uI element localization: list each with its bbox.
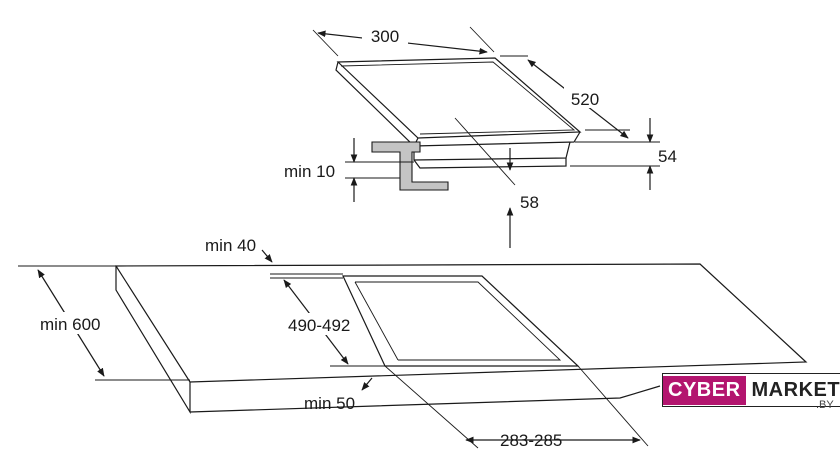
cybermarket-logo: CYBER MARKET [662,373,840,407]
dim-hob-width: 300 [312,24,495,57]
mounting-bracket [371,141,449,191]
label-min-40: min 40 [205,236,256,255]
dim-cutout-width: 283-285 [384,365,649,450]
dim-hob-height: 54 [570,118,677,190]
label-520: 520 [571,90,599,109]
logo-cyber-text: CYBER [663,375,746,405]
label-58: 58 [520,193,539,212]
dim-min-side-edge: min 50 [304,377,373,413]
label-54: 54 [658,147,677,166]
dim-cutout-depth: 490-492 [270,277,385,367]
label-min-600: min 600 [40,315,100,334]
label-min-50: min 50 [304,394,355,413]
label-283-285: 283-285 [500,431,562,450]
dim-cutout-below: 58 [506,148,539,248]
logo-domain-suffix: .BY [816,399,834,411]
hob-drawing [335,57,582,186]
dim-worktop-depth: min 600 [18,265,190,381]
label-min-10: min 10 [284,162,335,181]
label-490-492: 490-492 [288,316,350,335]
dim-min-front-edge: min 40 [205,236,343,275]
label-300: 300 [371,27,399,46]
dim-hob-depth: 520 [500,55,630,139]
dim-min-gap: min 10 [284,138,414,202]
logo-market-text: MARKET [751,378,840,401]
